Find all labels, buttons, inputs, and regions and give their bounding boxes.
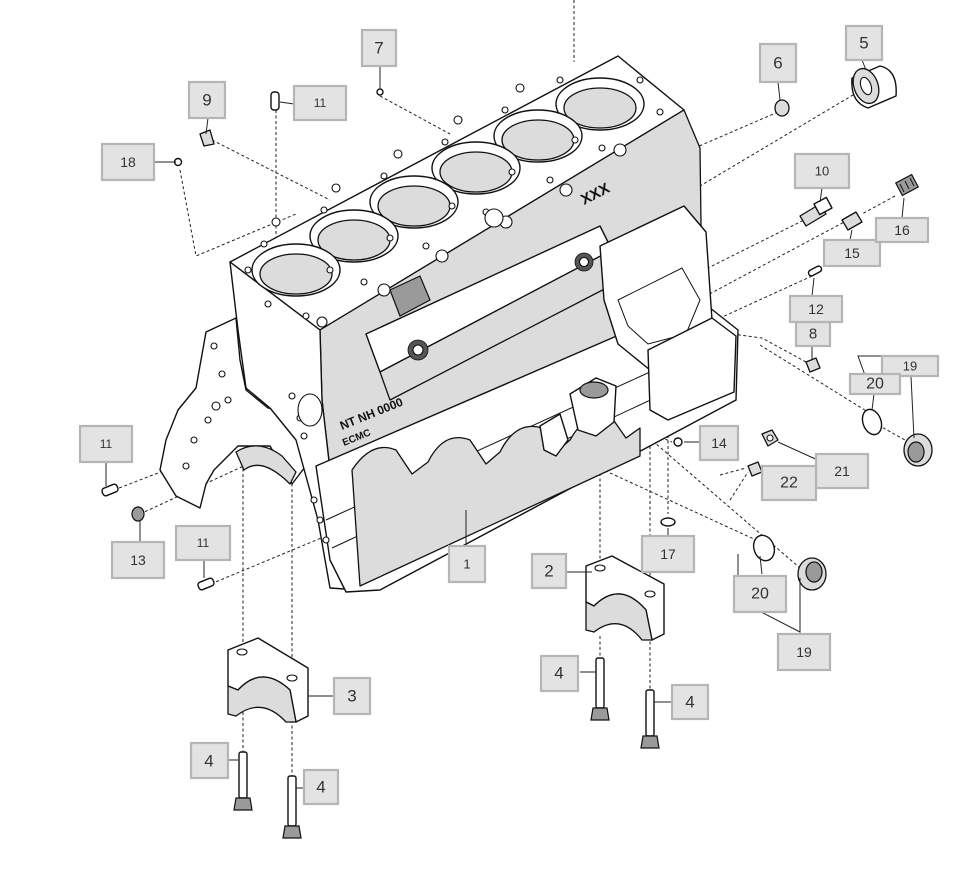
svg-text:18: 18	[120, 154, 136, 170]
plug-part-13	[131, 506, 145, 522]
callout-22: 22	[760, 464, 818, 502]
callout-7: 7	[360, 28, 398, 68]
cup-plug-part-6	[774, 99, 790, 117]
callout-9: 9	[187, 80, 227, 120]
flange-holes	[182, 342, 330, 544]
callout-11-top: 11	[292, 84, 348, 122]
fitting-part-15	[841, 211, 863, 231]
callout-20-lower: 20	[732, 574, 788, 614]
svg-text:7: 7	[374, 39, 383, 58]
callout-19-lower: 19	[776, 632, 832, 672]
callout-11-left: 11	[78, 424, 134, 464]
plug-part-19-upper	[903, 433, 933, 467]
callout-6: 6	[758, 42, 798, 84]
svg-text:19: 19	[796, 644, 812, 660]
svg-text:22: 22	[780, 475, 798, 492]
svg-text:10: 10	[815, 164, 829, 179]
ring-part-14	[673, 437, 683, 447]
callout-4-c: 4	[539, 654, 580, 693]
plug-part-8	[805, 357, 821, 373]
callout-5: 5	[844, 24, 884, 62]
cylinder-block: XXX NT NH 0000 ECMC	[159, 55, 739, 593]
callout-15: 15	[822, 238, 882, 268]
cap-bolt-part-4-d	[640, 689, 660, 749]
callout-4-b: 4	[302, 768, 340, 806]
plug-part-9	[199, 129, 215, 147]
svg-text:19: 19	[903, 359, 917, 374]
svg-text:11: 11	[197, 536, 210, 550]
callout-4-d: 4	[670, 683, 710, 721]
callout-4-a: 4	[189, 741, 230, 780]
callout-21: 21	[814, 452, 870, 490]
callout-1: 1	[447, 544, 487, 584]
callout-2: 2	[530, 552, 568, 590]
svg-text:21: 21	[834, 463, 850, 479]
callout-20-upper: 20	[848, 372, 902, 396]
svg-text:1: 1	[463, 557, 470, 572]
svg-text:4: 4	[554, 664, 563, 683]
callout-8: 8	[794, 320, 832, 348]
svg-text:6: 6	[773, 54, 782, 73]
svg-text:8: 8	[809, 326, 817, 343]
svg-text:15: 15	[844, 245, 860, 261]
bushing-part-5	[851, 65, 897, 109]
cap-bolt-part-4-c	[590, 657, 610, 721]
svg-text:2: 2	[544, 562, 553, 581]
svg-text:11: 11	[100, 437, 113, 451]
svg-text:5: 5	[859, 34, 868, 53]
washer-part-22	[747, 461, 763, 477]
component-parts	[101, 65, 933, 591]
cap-bolt-part-4-b	[282, 775, 302, 839]
svg-text:16: 16	[894, 222, 910, 238]
svg-text:17: 17	[660, 546, 676, 562]
callout-17: 17	[640, 534, 696, 574]
svg-text:12: 12	[808, 301, 824, 317]
svg-text:4: 4	[316, 778, 325, 797]
main-bearing-cap-part-2	[585, 555, 665, 641]
svg-text:3: 3	[347, 687, 356, 706]
cylinder-bores	[251, 77, 645, 297]
callout-18: 18	[100, 142, 156, 182]
svg-text:20: 20	[751, 586, 769, 603]
callout-12: 12	[788, 294, 844, 324]
deck-holes	[244, 76, 664, 328]
cap-bolt-part-4-a	[233, 751, 253, 811]
plug-part-19-lower	[797, 557, 827, 591]
callouts: 1 2 3 4 4 4 4 5 6 7 8 9 10 11 11 11 12 1…	[78, 24, 940, 806]
pin-part-12	[807, 265, 823, 277]
dowel-pin-part-11-left	[101, 483, 119, 497]
callout-3: 3	[332, 676, 372, 716]
callout-11-lower: 11	[174, 524, 232, 562]
threaded-plug-part-16	[894, 173, 920, 197]
callout-14: 14	[698, 424, 740, 462]
callout-10: 10	[793, 152, 851, 190]
callout-19-top: 19	[880, 354, 940, 378]
svg-text:14: 14	[711, 435, 727, 451]
dowel-pin-part-11-lower	[197, 577, 215, 591]
svg-text:11: 11	[314, 96, 327, 110]
seal-part-17	[660, 517, 676, 527]
o-ring-part-20-upper	[861, 408, 883, 436]
svg-text:20: 20	[866, 376, 884, 393]
callout-16: 16	[874, 216, 930, 244]
sensor-part-10	[799, 196, 833, 227]
callout-13: 13	[110, 540, 166, 580]
svg-text:9: 9	[202, 91, 211, 110]
ball-part-7	[376, 88, 384, 96]
svg-text:4: 4	[685, 693, 694, 712]
o-ring-part-20-lower	[752, 534, 776, 562]
svg-text:13: 13	[130, 552, 146, 568]
dowel-pin-part-11-top	[270, 91, 280, 111]
svg-text:4: 4	[204, 752, 213, 771]
main-bearing-cap-part-3	[227, 637, 309, 723]
